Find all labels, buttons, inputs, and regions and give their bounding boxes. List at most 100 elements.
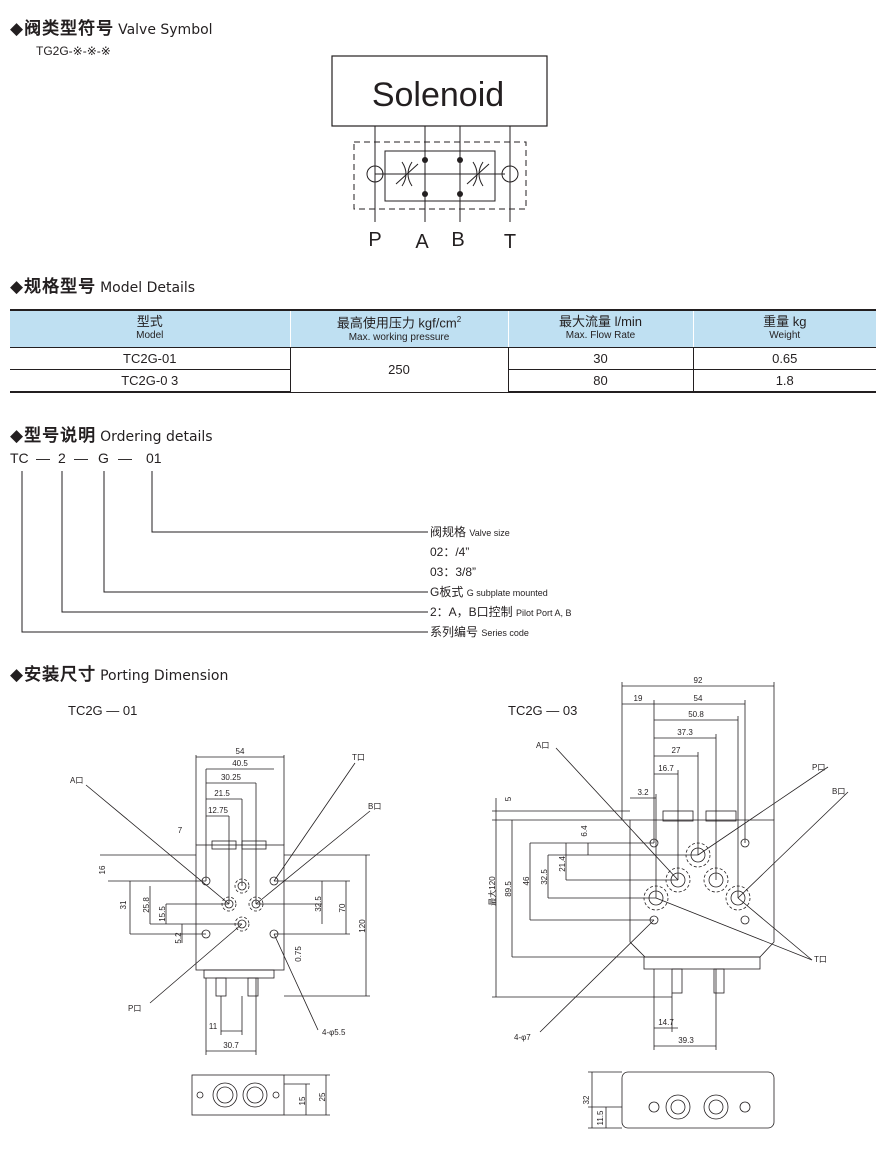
right-label-holes: 4-φ7 <box>514 1033 531 1042</box>
code-dash: — <box>118 450 132 466</box>
porting-title-en: Porting Dimension <box>100 668 229 684</box>
ordering-line-valve-size: 阀规格 Valve size <box>430 524 510 539</box>
svg-text:70: 70 <box>338 903 347 912</box>
left-label-b: B口 <box>368 802 381 811</box>
right-label-p: P口 <box>812 763 825 772</box>
svg-text:15: 15 <box>298 1096 307 1105</box>
solenoid-box <box>331 55 548 127</box>
cell-flow: 80 <box>507 369 693 393</box>
svg-text:12.75: 12.75 <box>208 806 229 815</box>
port-t-label: T <box>504 231 516 253</box>
svg-text:7: 7 <box>178 826 183 835</box>
ordering-line-subplate: G板式 G subplate mounted <box>430 585 548 599</box>
drawing-tc2g-03: TC2G — 03 <box>487 676 849 1129</box>
svg-text:16.7: 16.7 <box>658 764 674 773</box>
svg-text:21.4: 21.4 <box>558 856 567 872</box>
svg-text:39.3: 39.3 <box>678 1036 694 1045</box>
svg-text:46: 46 <box>522 876 531 885</box>
code-part-pilot: 2 <box>58 450 66 466</box>
ordering-line-pilot: 2：A，B口控制 Pilot Port A, B <box>430 605 572 619</box>
svg-text:3.2: 3.2 <box>637 788 649 797</box>
cell-model: TC2G-0 3 <box>10 369 290 393</box>
left-label-t: T口 <box>352 753 365 762</box>
model-details-title-cn: 规格型号 <box>24 277 97 297</box>
svg-text:30.7: 30.7 <box>223 1041 239 1050</box>
svg-text:25.8: 25.8 <box>142 897 151 913</box>
ordering-line-03: 03：3/8” <box>430 565 476 579</box>
svg-text:92: 92 <box>694 676 703 685</box>
svg-text:11.5: 11.5 <box>596 1110 605 1126</box>
svg-text:6.4: 6.4 <box>580 825 589 837</box>
svg-text:16: 16 <box>98 865 107 874</box>
ordering-diagram: TC — 2 — G — 01 阀规格 Valve size 02：/4” 03… <box>10 450 572 639</box>
svg-text:最大120: 最大120 <box>487 876 497 906</box>
code-part-series: TC <box>10 450 29 466</box>
port-p-label: P <box>368 229 381 251</box>
table-row: TC2G-0 3 80 1.8 <box>10 369 876 393</box>
cell-pressure: 250 <box>289 347 508 393</box>
drawing-tc2g-01: TC2G — 01 <box>68 703 381 1116</box>
right-label-t: T口 <box>814 955 827 964</box>
svg-text:32: 32 <box>582 1095 591 1104</box>
code-dash: — <box>36 450 50 466</box>
ordering-line-02: 02：/4” <box>430 545 469 559</box>
code-dash: — <box>74 450 88 466</box>
right-model-label: TC2G — 03 <box>508 703 577 718</box>
left-label-holes: 4-φ5.5 <box>322 1028 346 1037</box>
svg-text:32.5: 32.5 <box>314 896 323 912</box>
svg-text:89.5: 89.5 <box>504 881 513 897</box>
svg-text:5: 5 <box>504 796 513 801</box>
cell-flow: 30 <box>507 347 693 370</box>
svg-text:37.3: 37.3 <box>677 728 693 737</box>
port-a-label: A <box>415 231 429 253</box>
svg-text:0.75: 0.75 <box>294 946 303 962</box>
svg-text:31: 31 <box>119 900 128 909</box>
diamond-bullet-icon: ◆ <box>10 665 25 685</box>
diamond-bullet-icon: ◆ <box>10 426 25 446</box>
right-label-a: A口 <box>536 741 549 750</box>
ordering-line-series: 系列编号 Series code <box>430 624 529 639</box>
valve-symbol-diagram: Solenoid P A B T <box>331 55 548 253</box>
valve-symbol-title-en: Valve Symbol <box>118 22 213 38</box>
table-row: TC2G-01 250 30 0.65 <box>10 347 876 393</box>
svg-text:5.2: 5.2 <box>174 932 183 944</box>
port-b-label: B <box>451 229 464 251</box>
left-label-p: P口 <box>128 1004 141 1013</box>
valve-symbol-title-cn: 阀类型符号 <box>24 19 115 39</box>
left-model-label: TC2G — 01 <box>68 703 137 718</box>
svg-text:11: 11 <box>209 1022 218 1031</box>
svg-text:50.8: 50.8 <box>688 710 704 719</box>
svg-text:54: 54 <box>236 747 245 756</box>
svg-text:25: 25 <box>318 1092 327 1101</box>
svg-text:14.7: 14.7 <box>658 1018 674 1027</box>
ordering-title-en: Ordering details <box>100 429 213 445</box>
cell-model: TC2G-01 <box>10 347 290 370</box>
valve-code: TG2G-※-※-※ <box>36 44 111 58</box>
svg-text:27: 27 <box>672 746 681 755</box>
svg-text:32.5: 32.5 <box>540 869 549 885</box>
diamond-bullet-icon: ◆ <box>10 277 25 297</box>
diamond-bullet-icon: ◆ <box>10 19 25 39</box>
porting-title-cn: 安装尺寸 <box>24 665 97 685</box>
right-label-b: B口 <box>832 787 845 796</box>
cell-weight: 1.8 <box>692 369 876 393</box>
svg-text:19: 19 <box>634 694 643 703</box>
solenoid-label: Solenoid <box>372 76 504 114</box>
code-part-size: 01 <box>146 450 162 466</box>
model-details-title-en: Model Details <box>100 280 196 296</box>
code-part-mount: G <box>98 450 109 466</box>
svg-text:21.5: 21.5 <box>214 789 230 798</box>
svg-text:15.5: 15.5 <box>158 906 167 922</box>
svg-text:54: 54 <box>694 694 703 703</box>
svg-text:120: 120 <box>358 919 367 933</box>
